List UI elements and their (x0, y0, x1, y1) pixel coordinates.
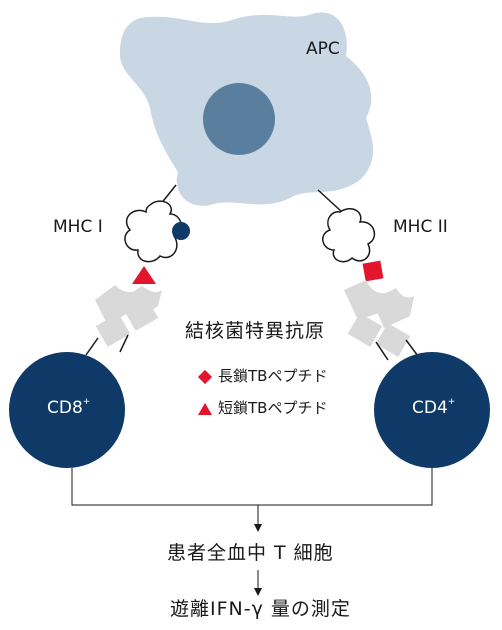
mhc1-label: MHC I (53, 217, 103, 237)
tcr-cd4-stem-a (375, 341, 389, 361)
cd8-label-text: CD8 (47, 398, 83, 418)
flow-step-ifn-measurement: 遊離IFN-γ 量の測定 (170, 598, 351, 620)
mhc2-molecule (322, 208, 376, 263)
flow-bracket (71, 468, 433, 506)
legend-short-peptide-text: 短鎖TBペプチド (218, 399, 328, 417)
legend-item-long-peptide: 長鎖TBペプチド (197, 367, 328, 385)
apc-label: APC (306, 39, 340, 59)
legend-long-peptide-text: 長鎖TBペプチド (218, 367, 328, 385)
tcr-cd4-stem-b (405, 339, 419, 357)
apc-nucleus (203, 83, 275, 155)
cd4-label-text: CD4 (412, 398, 448, 418)
triangle-icon (198, 402, 212, 415)
tcr-cd8 (95, 285, 162, 347)
flow-arrow-1-head (254, 524, 262, 532)
tcr-cd8-stem-b (119, 334, 129, 353)
cd8-label: CD8+ (47, 397, 91, 418)
tcr-cd4 (344, 280, 414, 357)
flow-step-blood-tcells: 患者全血中 T 細胞 (167, 542, 334, 564)
cd4-label: CD4+ (412, 397, 456, 418)
diamond-icon (197, 369, 213, 384)
antigen-title: 結核菌特異抗原 (185, 320, 326, 342)
cd8-tcell (9, 352, 125, 468)
mhc2-label: MHC II (393, 217, 448, 237)
long-peptide-square (362, 260, 384, 282)
legend-item-short-peptide: 短鎖TBペプチド (198, 401, 327, 416)
mhc2-stem (317, 189, 343, 213)
cd8-label-sup: + (82, 397, 91, 407)
mhc1-molecule (124, 200, 182, 263)
short-peptide-triangle (132, 266, 156, 284)
mhc1-peptide-dot (172, 222, 190, 240)
cd4-label-sup: + (447, 397, 456, 407)
flow-arrow-2-head (254, 588, 262, 596)
cd4-tcell (374, 352, 490, 468)
tcr-cd8-stem-a (85, 337, 99, 356)
